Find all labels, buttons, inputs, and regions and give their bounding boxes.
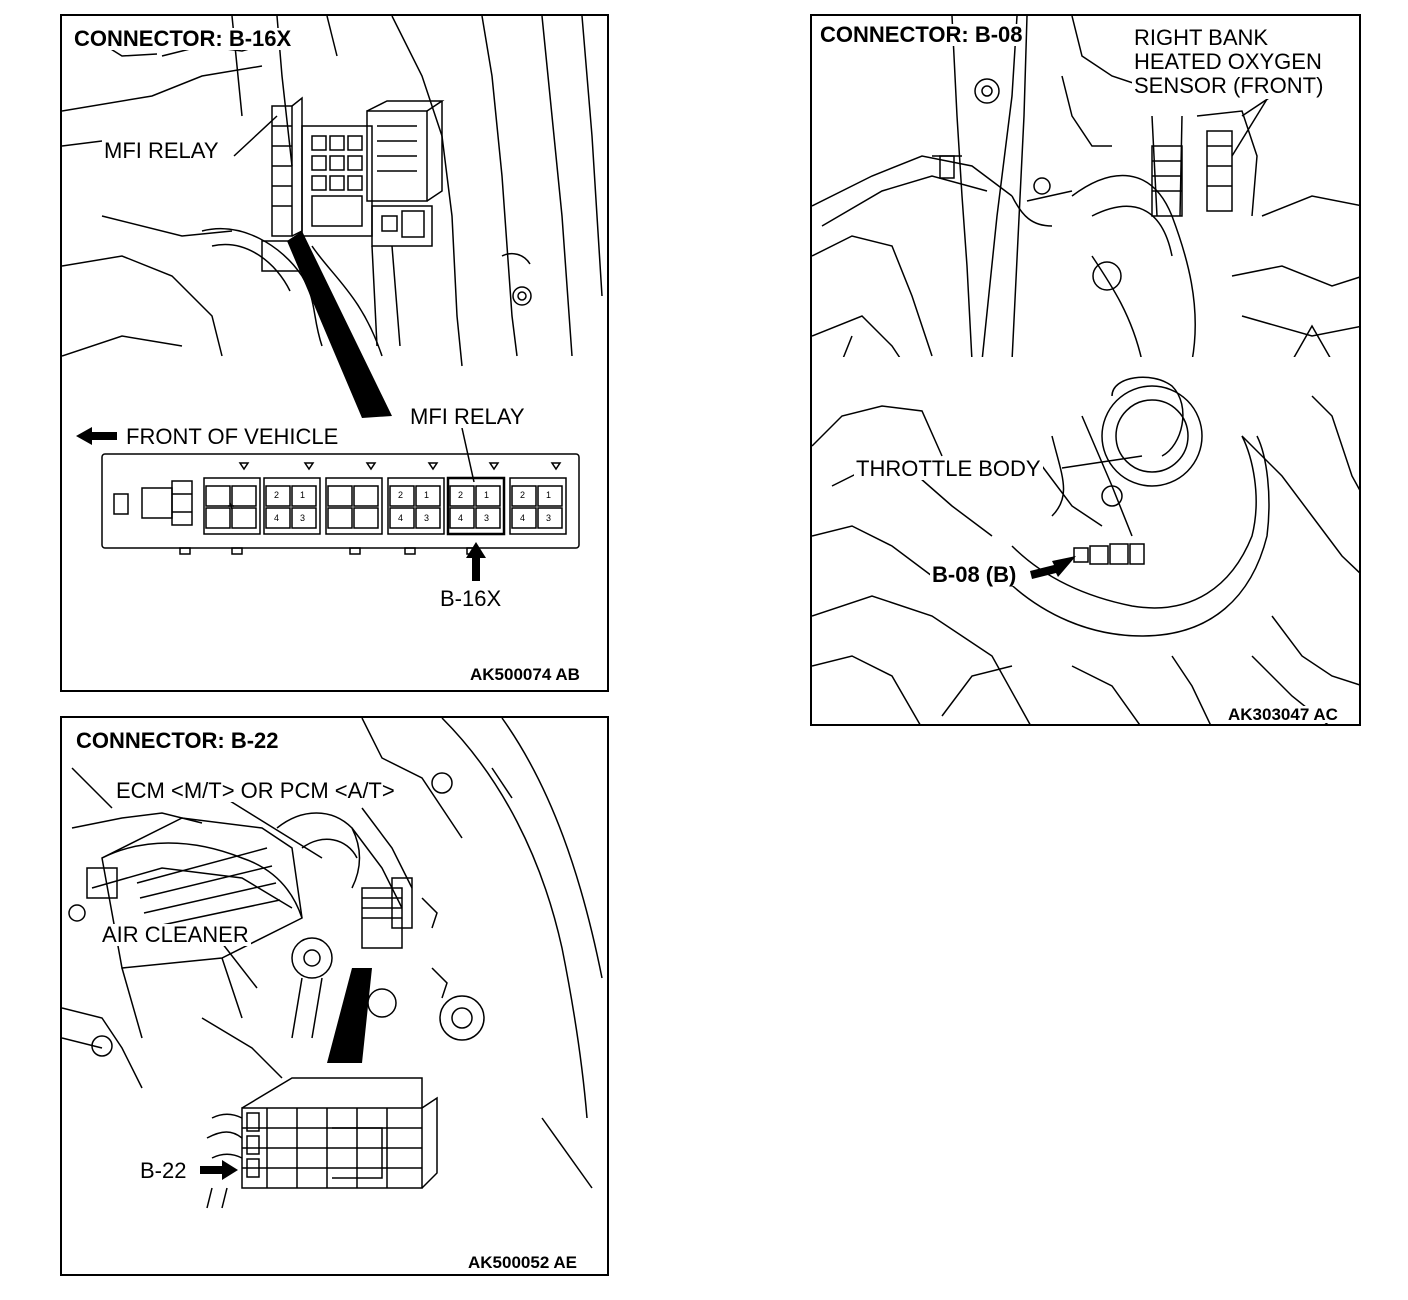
pin-label: 1: [484, 490, 490, 500]
panel-connector-b08: CONNECTOR: B-08 RIGHT BANK HEATED OXYGEN…: [810, 14, 1361, 726]
figure-code: AK500052 AE: [468, 1253, 577, 1272]
relay-box-pin-numbers: 2 1 4 3 2 1 4 3 2 1 4 3 2 1 4 3: [62, 16, 607, 690]
engine-bay-relay-box-illustration: [62, 16, 603, 581]
ecm-air-cleaner-illustration: [62, 718, 603, 1209]
pin-label: 2: [274, 490, 280, 500]
panel-title: CONNECTOR: B-08: [818, 22, 1025, 47]
connector-b08-label: B-08 (B): [930, 562, 1019, 587]
oxygen-sensor-label-line1: RIGHT BANK: [1134, 25, 1269, 50]
panel-connector-b16x: CONNECTOR: B-16X MFI RELAY MFI RELAY FRO…: [60, 14, 609, 692]
connector-b16x-label: B-16X: [438, 586, 504, 611]
pin-label: 1: [424, 490, 430, 500]
ecm-pcm-label: ECM <M/T> OR PCM <A/T>: [114, 778, 397, 803]
pin-label: 3: [300, 513, 306, 523]
mfi-relay-box-label: MFI RELAY: [408, 404, 527, 429]
engine-oxygen-sensor-throttle-illustration: [812, 16, 1359, 724]
pin-label: 2: [520, 490, 526, 500]
pin-label: 4: [274, 513, 280, 523]
connector-b22-label: B-22: [138, 1158, 189, 1183]
figure-code: AK500074 AB: [470, 665, 580, 684]
oxygen-sensor-label-line2: HEATED OXYGEN: [1134, 49, 1322, 75]
pin-label: 2: [398, 490, 404, 500]
pin-label: 3: [424, 513, 430, 523]
panel-connector-b22: CONNECTOR: B-22 ECM <M/T> OR PCM <A/T> A…: [60, 716, 609, 1276]
pin-label: 4: [398, 513, 404, 523]
pin-label: 1: [546, 490, 552, 500]
oxygen-sensor-label-line3: SENSOR (FRONT): [1134, 73, 1324, 99]
panel-title: CONNECTOR: B-16X: [72, 26, 294, 51]
pin-label: 2: [458, 490, 464, 500]
oxygen-sensor-label: RIGHT BANK HEATED OXYGEN SENSOR (FRONT): [1132, 25, 1326, 99]
pin-label: 3: [484, 513, 490, 523]
panel-title: CONNECTOR: B-22: [74, 728, 281, 753]
mfi-relay-label: MFI RELAY: [102, 138, 221, 163]
pin-label: 1: [300, 490, 306, 500]
pin-label: 3: [546, 513, 552, 523]
pin-label: 4: [520, 513, 526, 523]
front-of-vehicle-label: FRONT OF VEHICLE: [124, 424, 341, 449]
air-cleaner-label: AIR CLEANER: [100, 922, 251, 947]
throttle-body-label: THROTTLE BODY: [854, 456, 1043, 481]
pin-label: 4: [458, 513, 464, 523]
figure-code: AK303047 AC: [1228, 705, 1338, 724]
